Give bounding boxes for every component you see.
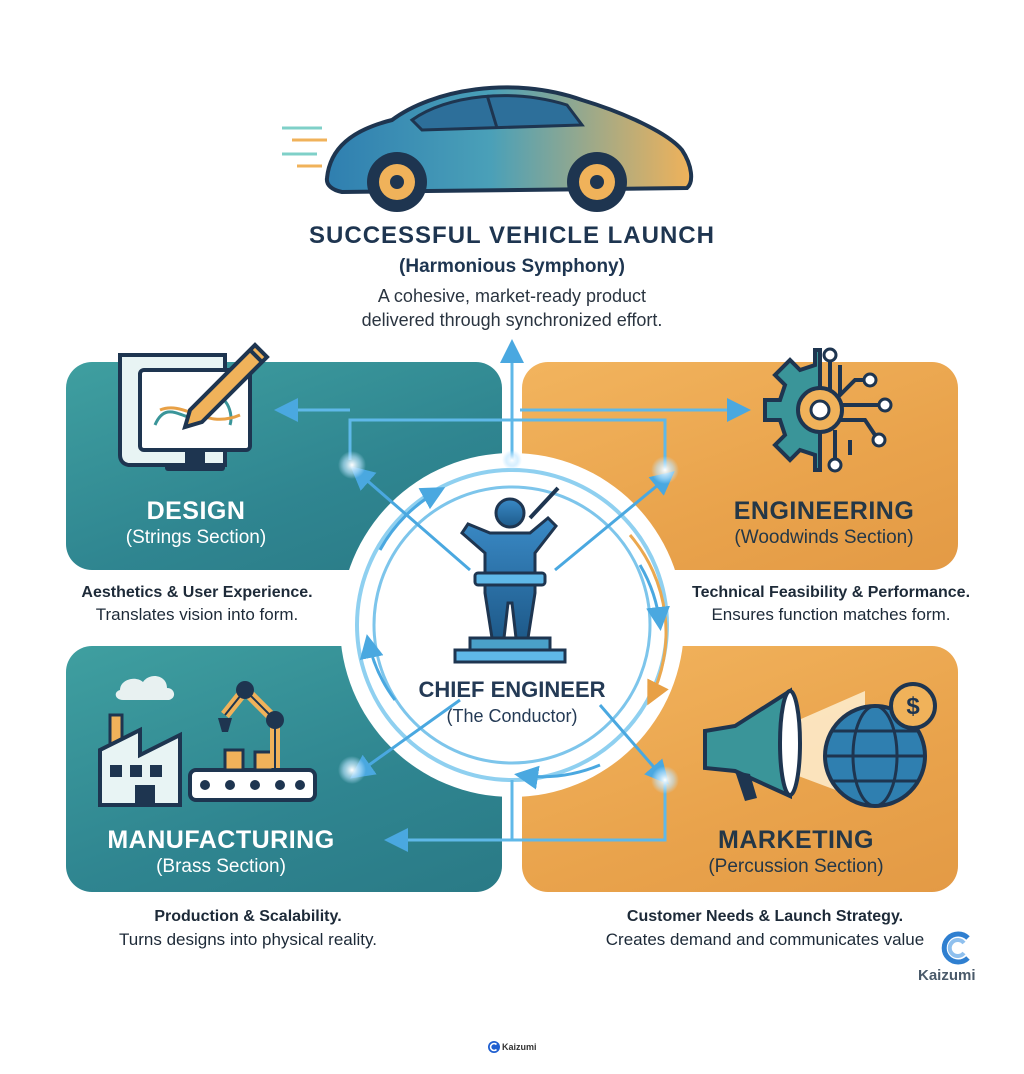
footer-brand-text: Kaizumi [502,1042,537,1052]
diag-ne-arrow [554,471,675,572]
design-title: DESIGN [146,497,246,525]
launch-desc-line2: delivered through synchronized effort. [361,310,663,330]
ring-arrow-s [514,763,601,790]
engineering-title: ENGINEERING [733,497,915,525]
manufacturing-desc-bold: Production & Scalability. [154,908,342,925]
branch-right [512,418,667,470]
design-desc-bold: Aesthetics & User Experience. [81,584,313,601]
factory-robot-arm-icon [98,676,317,807]
design-subtitle: (Strings Section) [125,527,267,548]
engineering-desc-bold: Technical Feasibility & Performance. [691,584,971,601]
marketing-title: MARKETING [718,826,874,854]
marketing-subtitle: (Percussion Section) [708,856,884,877]
center-disk [340,453,684,797]
diag-nw-arrow [350,466,471,572]
megaphone-globe-icon: $ [703,682,937,808]
kaizumi-watermark-text: Kaizumi [918,967,976,984]
launch-desc-line1: A cohesive, market-ready product [377,286,647,306]
gear-circuit-icon [763,347,893,473]
branch-bottom-right [510,780,667,842]
conductor-subtitle: (The Conductor) [446,706,578,726]
manufacturing-title: MANUFACTURING [107,826,335,854]
engineering-desc: Ensures function matches form. [711,605,951,624]
diag-sw-arrow [350,698,461,779]
footer-logo-icon [488,1041,500,1053]
ring-arrow-e [638,564,670,631]
engineering-subtitle: (Woodwinds Section) [734,527,914,548]
branch-left [348,418,512,460]
launch-subtitle: (Harmonious Symphony) [399,256,625,277]
conductor-title: CHIEF ENGINEER [418,677,606,702]
svg-text:$: $ [906,693,920,720]
conductor-figure-icon [453,486,567,664]
manufacturing-subtitle: (Brass Section) [156,856,286,877]
ring-arrow-w [359,634,397,701]
marketing-desc: Creates demand and communicates value [605,930,925,949]
design-monitor-pencil-icon [118,342,270,471]
design-desc: Translates vision into form. [95,605,299,624]
manufacturing-desc: Turns designs into physical reality. [119,930,377,949]
marketing-desc-bold: Customer Needs & Launch Strategy. [626,908,904,925]
sports-car-icon [282,85,694,212]
diag-se-arrow [598,704,669,785]
kaizumi-logo-icon [941,931,970,965]
launch-title: SUCCESSFUL VEHICLE LAUNCH [309,222,715,249]
